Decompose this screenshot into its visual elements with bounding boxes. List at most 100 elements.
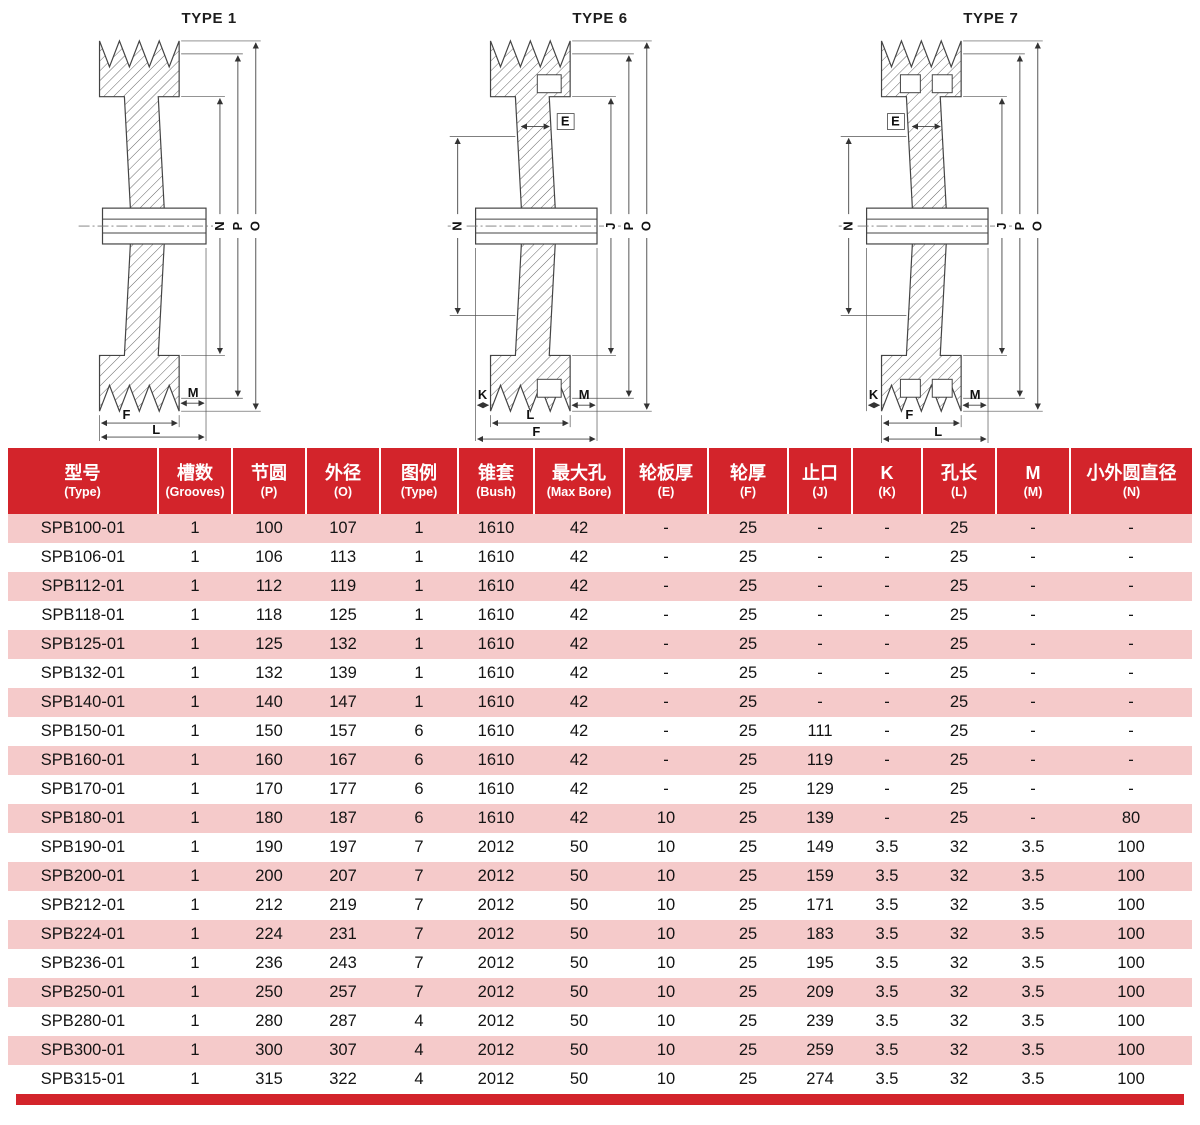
value-cell: 1	[158, 949, 232, 978]
value-cell: 1	[380, 572, 458, 601]
value-cell: 6	[380, 804, 458, 833]
column-header-zh: 止口	[802, 462, 838, 483]
value-cell: -	[624, 659, 708, 688]
value-cell: -	[624, 572, 708, 601]
value-cell: 25	[708, 688, 788, 717]
column-header-zh: K	[880, 462, 894, 483]
column-header-en: (M)	[1023, 485, 1043, 500]
column-header-en: (Bush)	[476, 485, 516, 500]
value-cell: 2012	[458, 949, 534, 978]
value-cell: 171	[788, 891, 852, 920]
value-cell: 42	[534, 601, 624, 630]
value-cell: 3.5	[852, 978, 922, 1007]
value-cell: 1	[158, 920, 232, 949]
column-header-en: (F)	[740, 485, 756, 500]
value-cell: 25	[708, 601, 788, 630]
dim-label-p: P	[1012, 221, 1027, 230]
value-cell: 100	[1070, 1036, 1192, 1065]
column-header-13: 小外圆直径(N)	[1069, 448, 1192, 514]
model-cell: SPB112-01	[8, 572, 158, 601]
value-cell: 1	[380, 659, 458, 688]
value-cell: 147	[306, 688, 380, 717]
column-header-zh: 外径	[325, 462, 361, 483]
value-cell: 209	[788, 978, 852, 1007]
value-cell: 25	[922, 601, 996, 630]
value-cell: 1	[158, 891, 232, 920]
value-cell: 1	[158, 804, 232, 833]
value-cell: -	[624, 746, 708, 775]
value-cell: 2012	[458, 1065, 534, 1094]
value-cell: 2012	[458, 978, 534, 1007]
column-header-5: 锥套(Bush)	[457, 448, 534, 514]
value-cell: -	[788, 659, 852, 688]
dim-label-m: M	[579, 387, 590, 402]
value-cell: 125	[232, 630, 306, 659]
value-cell: 167	[306, 746, 380, 775]
value-cell: 4	[380, 1065, 458, 1094]
value-cell: -	[1070, 688, 1192, 717]
value-cell: 132	[232, 659, 306, 688]
value-cell: -	[996, 601, 1070, 630]
model-cell: SPB190-01	[8, 833, 158, 862]
value-cell: 3.5	[996, 1065, 1070, 1094]
value-cell: 1	[380, 630, 458, 659]
value-cell: -	[624, 601, 708, 630]
value-cell: 25	[708, 572, 788, 601]
dim-label-j: J	[603, 222, 618, 229]
value-cell: 100	[1070, 1065, 1192, 1094]
column-header-en: (O)	[333, 485, 353, 500]
pulley-body	[78, 39, 231, 413]
dim-label-o: O	[1030, 221, 1045, 231]
value-cell: 10	[624, 1036, 708, 1065]
value-cell: 25	[708, 514, 788, 543]
value-cell: -	[624, 717, 708, 746]
column-header-zh: 小外圆直径	[1086, 462, 1177, 483]
value-cell: 25	[708, 920, 788, 949]
value-cell: 197	[306, 833, 380, 862]
value-cell: 180	[232, 804, 306, 833]
column-header-10: K(K)	[851, 448, 922, 514]
model-cell: SPB160-01	[8, 746, 158, 775]
column-header-12: M(M)	[995, 448, 1070, 514]
value-cell: 190	[232, 833, 306, 862]
value-cell: 119	[788, 746, 852, 775]
value-cell: -	[852, 688, 922, 717]
value-cell: 1	[158, 572, 232, 601]
value-cell: 100	[1070, 978, 1192, 1007]
value-cell: 100	[1070, 1007, 1192, 1036]
value-cell: 2012	[458, 862, 534, 891]
value-cell: 3.5	[852, 1007, 922, 1036]
value-cell: 3.5	[852, 891, 922, 920]
dim-label-l: L	[526, 407, 534, 422]
value-cell: 3.5	[996, 862, 1070, 891]
dim-label-f: F	[905, 407, 913, 422]
value-cell: 4	[380, 1007, 458, 1036]
value-cell: 140	[232, 688, 306, 717]
pulley-body	[447, 39, 621, 413]
value-cell: 25	[922, 688, 996, 717]
value-cell: 80	[1070, 804, 1192, 833]
value-cell: 1	[380, 688, 458, 717]
value-cell: 7	[380, 920, 458, 949]
diagram-title-type7: TYPE 7	[963, 10, 1019, 27]
value-cell: 1	[158, 1007, 232, 1036]
value-cell: 25	[708, 978, 788, 1007]
value-cell: 25	[708, 630, 788, 659]
value-cell: -	[624, 630, 708, 659]
column-header-2: 节圆(P)	[231, 448, 306, 514]
value-cell: 25	[708, 1036, 788, 1065]
model-cell: SPB280-01	[8, 1007, 158, 1036]
value-cell: 1	[380, 601, 458, 630]
value-cell: 32	[922, 920, 996, 949]
model-cell: SPB100-01	[8, 514, 158, 543]
dim-label-e: E	[561, 114, 570, 129]
value-cell: 25	[708, 1007, 788, 1036]
column-header-4: 图例(Type)	[379, 448, 458, 514]
value-cell: 10	[624, 1007, 708, 1036]
value-cell: 3.5	[852, 862, 922, 891]
